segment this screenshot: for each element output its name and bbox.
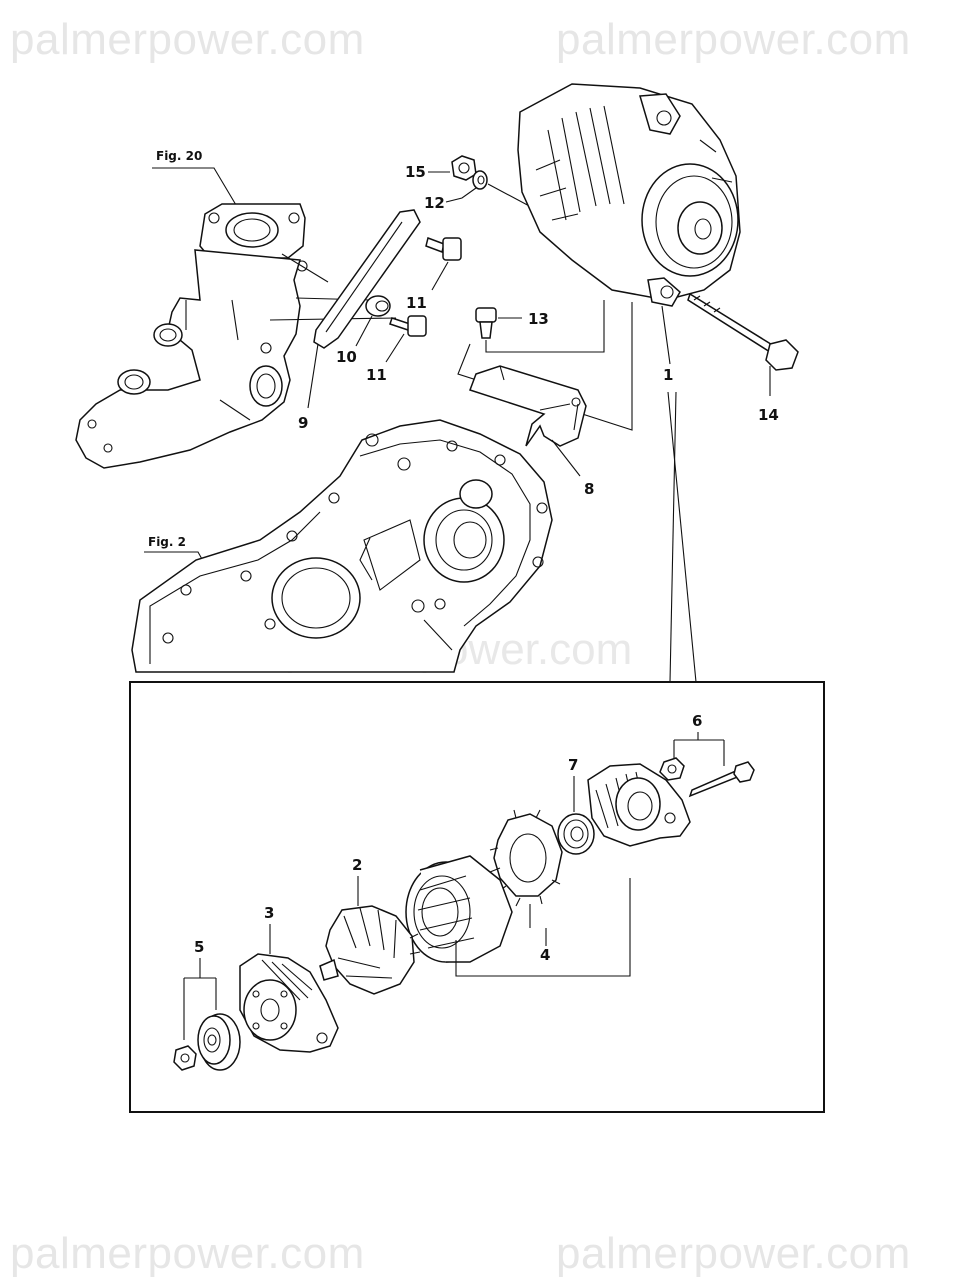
callout-8: 8 (584, 480, 594, 498)
part-5-pulley-and-nut: 5 (173, 938, 241, 1071)
part-rectifier-ring (489, 809, 563, 907)
watermark-top-right: palmerpower.com (556, 15, 911, 64)
callout-7: 7 (568, 756, 578, 774)
part-12-washer: 12 (424, 170, 488, 212)
callout-1: 1 (663, 366, 673, 384)
part-15-nut: 15 (405, 155, 477, 181)
part-11-bolt-lower: 11 (366, 315, 427, 384)
part-7-bearing: 7 (557, 756, 595, 855)
part-11-bolt-upper: 11 (406, 237, 462, 312)
watermark-top-left: palmerpower.com (10, 15, 365, 64)
water-pump-housing: Fig. 20 (75, 149, 308, 469)
gear-case-cover: Fig. 2 (131, 419, 553, 673)
part-6-through-bolt-and-nut: 6 (659, 712, 755, 798)
callout-6: 6 (692, 712, 702, 730)
figure-ref-gear-case: Fig. 2 (148, 535, 186, 549)
part-stator (405, 855, 513, 963)
callout-4: 4 (540, 946, 550, 964)
callout-5: 5 (194, 938, 204, 956)
callout-9: 9 (298, 414, 308, 432)
callout-12: 12 (424, 194, 445, 212)
part-13-bolt: 13 (475, 307, 549, 339)
figure-ref-water-pump: Fig. 20 (156, 149, 202, 163)
part-3-front-frame: 3 (239, 904, 339, 1053)
part-rear-frame (587, 763, 691, 847)
callout-3: 3 (264, 904, 274, 922)
watermark-bottom-right: palmerpower.com (556, 1229, 911, 1278)
part-14-bolt: 14 (687, 292, 799, 424)
part-9-adjusting-bracket: 9 (298, 209, 421, 432)
exploded-view-frame (129, 681, 825, 1113)
callout-11-upper: 11 (406, 294, 427, 312)
watermark-bottom-left: palmerpower.com (10, 1229, 365, 1278)
callout-11-lower: 11 (366, 366, 387, 384)
callout-13: 13 (528, 310, 549, 328)
part-8-stay: 8 (469, 365, 594, 498)
callout-15: 15 (405, 163, 426, 181)
part-10-spacer: 10 (336, 295, 391, 366)
part-2-rotor: 2 (319, 856, 421, 995)
part-1-alternator (517, 83, 741, 307)
callout-14: 14 (758, 406, 779, 424)
callout-2: 2 (352, 856, 362, 874)
callout-10: 10 (336, 348, 357, 366)
